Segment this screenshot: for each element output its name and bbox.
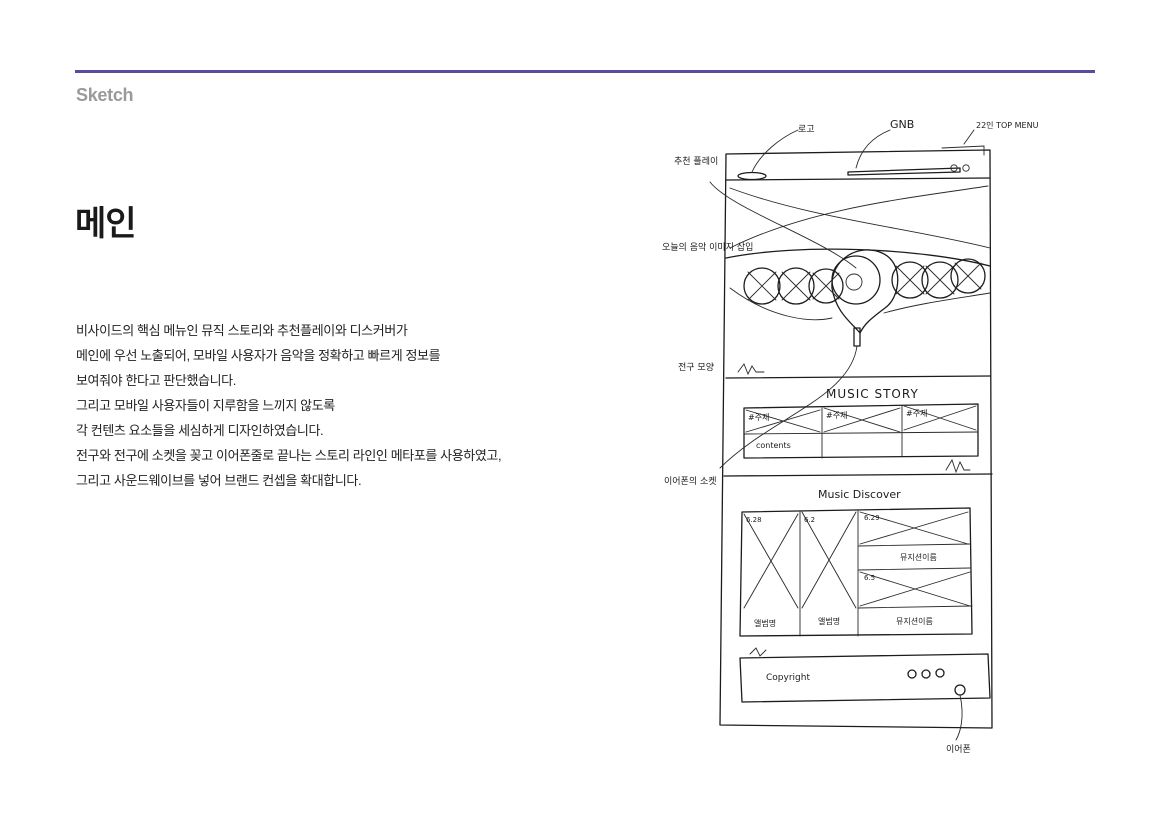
earphone-cord [719,345,858,469]
annotation-recommend-play: 추천 플레이 [674,156,718,167]
carousel-line [729,287,991,321]
gnb-divider [725,177,991,181]
discover-album-label: 앨범명 [818,616,840,626]
music-discover-title: Music Discover [818,488,901,501]
bulb-shape [831,249,899,334]
annotation-earphone: 이어폰 [946,744,971,755]
music-story-cards [743,403,979,459]
bulb-socket [853,327,861,347]
discover-musician-label: 뮤지션이름 [900,552,937,562]
music-discover-grid [739,507,973,637]
wireframe-sketch-drawing: MUSIC STORY #주제 #주제 #주제 contents Music D… [662,118,1039,755]
page-title: 메인 [75,205,137,243]
discover-date: 6.2 [804,516,815,524]
music-story-card-label: #주제 [748,413,769,422]
wireframe-sketch: MUSIC STORY #주제 #주제 #주제 contents Music D… [660,108,1060,768]
description-line: 메인에 우선 노출되어, 모바일 사용자가 음악을 정확하고 빠르게 정보를 [76,348,441,363]
header-rule [75,70,1095,73]
menu-dot-icon [950,164,958,172]
annotation-logo: 로고 [798,125,815,135]
description-line: 비사이드의 핵심 메뉴인 뮤직 스토리와 추천플레이와 디스커버가 [76,323,408,338]
hero-image-x [729,185,989,249]
discover-date: 6.5 [864,574,875,582]
bulb-center [831,255,881,305]
annotation-earphone-socket: 이어폰의 소켓 [664,476,717,487]
annotation-top-menu: 22인 TOP MENU [976,120,1039,130]
music-story-contents: contents [756,441,791,450]
section-divider [723,473,993,477]
annotation-bulb: 전구 모양 [678,362,714,373]
description-line: 각 컨텐츠 요소들을 세심하게 디자인하였습니다. [76,423,324,438]
soundwave-icon [737,363,765,376]
logo-shape [737,171,767,181]
gnb-bar [847,167,961,176]
hero-image-x [729,187,991,249]
annotation-gnb: GNB [890,118,914,131]
music-story-card-label: #주제 [906,409,927,418]
earphone-cord [955,694,963,741]
menu-dot-icon [962,164,970,172]
footer-box [739,653,991,703]
earphone-jack [954,684,966,696]
description-line: 보여줘야 한다고 판단했습니다. [76,373,236,388]
description-line: 그리고 사운드웨이브를 넣어 브랜드 컨셉을 확대합니다. [76,473,362,488]
soundwave-icon [945,458,971,474]
discover-musician-label: 뮤지션이름 [896,616,933,626]
soundwave-icon [749,647,767,657]
hero-image-bottom [725,248,991,267]
top-menu-box [941,145,985,156]
music-image-carousel [743,258,986,305]
section-divider [725,375,991,379]
discover-album-label: 앨범명 [754,618,776,628]
footer-copyright: Copyright [766,673,810,683]
phone-frame [719,149,993,729]
annotation-music-images: 오늘의 음악 이미지 삽입 [662,241,753,253]
description-line: 그리고 모바일 사용자들이 지루함을 느끼지 않도록 [76,398,335,413]
description-line: 전구와 전구에 소켓을 꽂고 이어폰줄로 끝나는 스토리 라인인 메타포를 사용… [76,448,502,463]
discover-date: 6.29 [864,514,880,522]
description: 비사이드의 핵심 메뉴인 뮤직 스토리와 추천플레이와 디스커버가 메인에 우선… [76,318,596,493]
music-story-title: MUSIC STORY [826,387,919,401]
section-label: Sketch [76,85,134,105]
music-story-card-label: #주제 [826,411,847,420]
discover-date: 6.28 [746,516,762,524]
